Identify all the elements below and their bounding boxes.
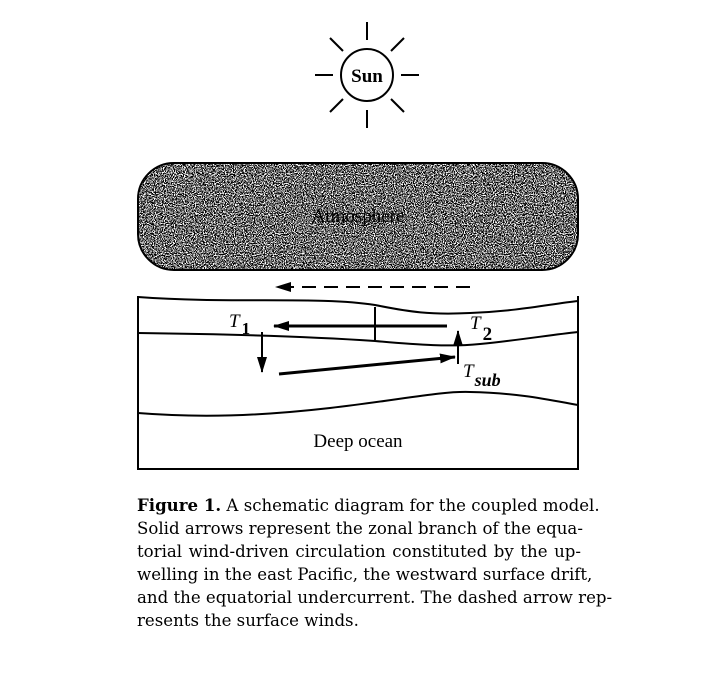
atmosphere-label: Atmosphere — [312, 206, 405, 227]
atmosphere-box — [137, 162, 579, 271]
sun-icon — [315, 22, 419, 128]
undercurrent-arrow — [278, 353, 456, 376]
thermocline-line — [137, 331, 579, 347]
caption-line: and the equatorial undercurrent. The das… — [137, 588, 613, 607]
figure-caption: Figure 1. A schematic diagram for the co… — [137, 494, 613, 632]
deep-ocean-label: Deep ocean — [313, 431, 403, 452]
ocean-box — [137, 296, 579, 470]
deep-layer-line — [137, 390, 579, 417]
sun-label: Sun — [351, 66, 383, 87]
caption-line: welling in the east Pacific, the westwar… — [137, 565, 593, 584]
tsub-label: Tsub — [463, 361, 501, 390]
t2-label: T2 — [470, 313, 492, 345]
sea-surface-line — [137, 296, 579, 315]
caption-line: Figure 1. A schematic diagram for the co… — [137, 495, 600, 515]
caption-line: Solid arrows represent the zonal branch … — [137, 519, 583, 538]
figure-label: Figure 1. — [137, 495, 222, 515]
caption-line: torial wind-driven circulation constitut… — [137, 542, 581, 561]
caption-line: resents the surface winds. — [137, 611, 359, 630]
